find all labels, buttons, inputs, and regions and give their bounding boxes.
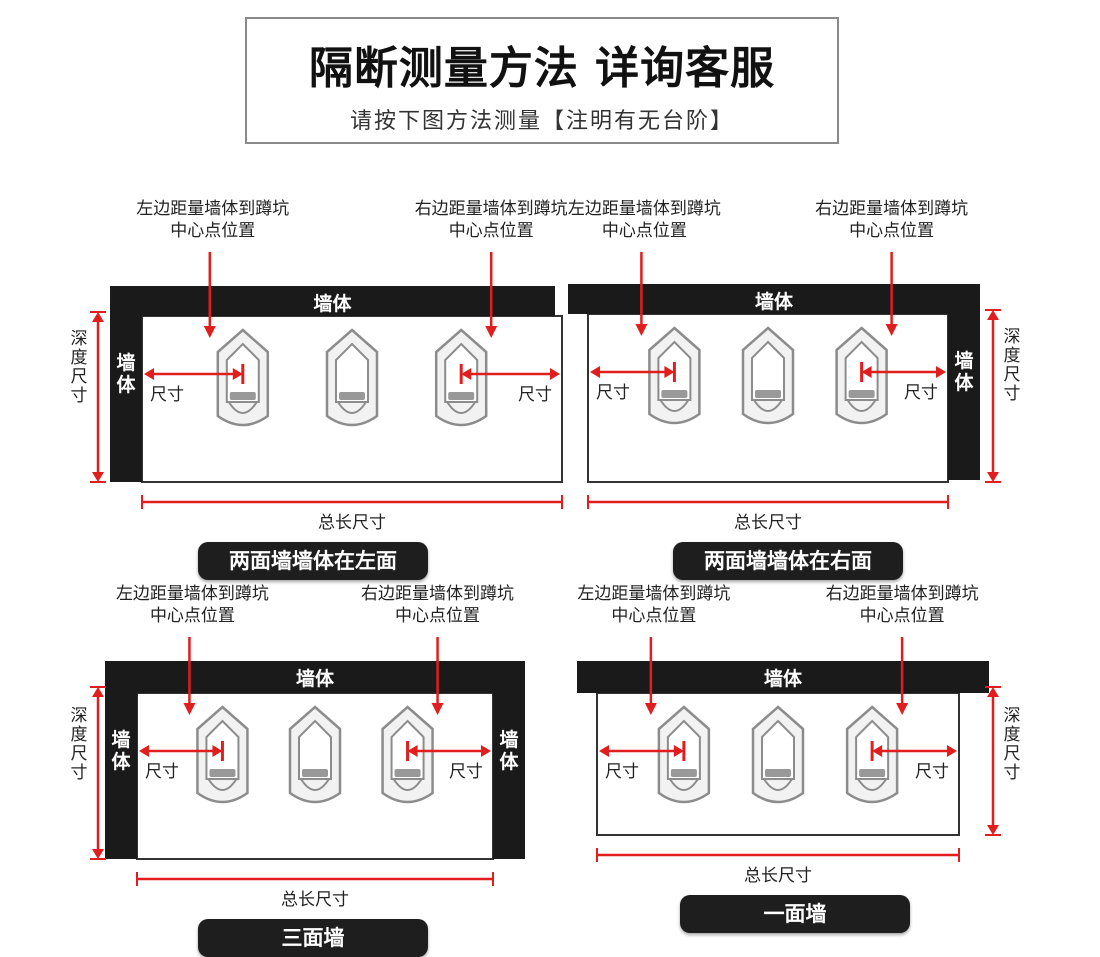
- depth-arrow: [985, 686, 1001, 836]
- total-arrow: [596, 848, 960, 862]
- depth-arrow: [90, 311, 106, 483]
- size-label-right: 尺寸: [904, 383, 938, 403]
- wall-right: [493, 661, 525, 859]
- note-right: 右边距量墙体到蹲坑中心点位置: [802, 198, 982, 242]
- note-left-line1: 左边距量墙体到蹲坑: [577, 584, 731, 604]
- size-arrow-left: [139, 745, 223, 757]
- note-right-line2: 中心点位置: [859, 606, 945, 626]
- size-label-right: 尺寸: [449, 762, 483, 782]
- size-arrow-left: [599, 745, 684, 757]
- note-right-line1: 右边距量墙体到蹲坑: [825, 584, 979, 604]
- pointer-arrow-right: [885, 252, 898, 336]
- diagram-panel-1: 左边距量墙体到蹲坑中心点位置右边距量墙体到蹲坑中心点位置墙体墙体深度尺寸尺寸尺寸…: [71, 190, 620, 580]
- wall-right-label: 墙体: [954, 350, 974, 394]
- note-left: 左边距量墙体到蹲坑中心点位置: [564, 583, 744, 627]
- caption-pill: 两面墙墙体在右面: [673, 542, 903, 580]
- pointer-arrow-right: [896, 637, 909, 715]
- diagram-panel-4: 左边距量墙体到蹲坑中心点位置右边距量墙体到蹲坑中心点位置墙体深度尺寸尺寸尺寸总长…: [555, 575, 1095, 955]
- diagram-canvas: [90, 637, 525, 886]
- pointer-arrow-left: [644, 637, 657, 715]
- size-label-left: 尺寸: [605, 762, 639, 782]
- note-left-line1: 左边距量墙体到蹲坑: [567, 199, 721, 219]
- pointer-arrow-left: [203, 252, 216, 338]
- wall-left-label: 墙体: [111, 729, 131, 773]
- caption-pill: 两面墙墙体在左面: [198, 542, 428, 580]
- pointer-arrow-right: [431, 637, 444, 715]
- wall-top: [577, 661, 989, 693]
- caption-pill: 三面墙: [198, 919, 428, 957]
- note-right-line1: 右边距量墙体到蹲坑: [815, 199, 969, 219]
- wall-top-label: 墙体: [763, 668, 802, 690]
- size-label-right: 尺寸: [518, 385, 552, 405]
- size-label-left: 尺寸: [596, 383, 630, 403]
- depth-label: 深度尺寸: [70, 329, 88, 406]
- note-left-line1: 左边距量墙体到蹲坑: [136, 199, 290, 219]
- note-left-line2: 中心点位置: [149, 606, 235, 626]
- wall-top-label: 墙体: [754, 291, 793, 313]
- note-right: 右边距量墙体到蹲坑中心点位置: [812, 583, 992, 627]
- urinal-icon-2: [288, 705, 342, 804]
- diagram-canvas: [90, 252, 563, 509]
- wall-top: [105, 661, 525, 693]
- diagram-canvas: [577, 637, 1001, 862]
- depth-arrow: [985, 309, 1001, 483]
- total-label: 总长尺寸: [318, 513, 386, 533]
- size-arrow-right: [872, 745, 957, 757]
- wall-top: [110, 286, 555, 316]
- size-label-right: 尺寸: [915, 762, 949, 782]
- depth-label: 深度尺寸: [1003, 706, 1021, 783]
- size-arrow-right: [407, 745, 491, 757]
- total-arrow: [587, 495, 949, 509]
- pointer-arrow-right: [485, 252, 498, 338]
- note-right-line2: 中心点位置: [448, 221, 534, 241]
- header-box: 隔断测量方法 详询客服 请按下图方法测量【注明有无台阶】: [245, 17, 839, 144]
- size-arrow-left: [590, 366, 675, 378]
- note-left-line1: 左边距量墙体到蹲坑: [115, 584, 269, 604]
- note-left-line2: 中心点位置: [601, 221, 687, 241]
- urinal-icon-2: [741, 326, 795, 425]
- page-title: 隔断测量方法 详询客服: [308, 43, 776, 94]
- note-left: 左边距量墙体到蹲坑中心点位置: [102, 583, 282, 627]
- note-right: 右边距量墙体到蹲坑中心点位置: [401, 198, 581, 242]
- total-label: 总长尺寸: [734, 513, 802, 533]
- size-label-left: 尺寸: [145, 762, 179, 782]
- note-left-line2: 中心点位置: [170, 221, 256, 241]
- wall-top-label: 墙体: [295, 668, 334, 690]
- note-right-line2: 中心点位置: [849, 221, 935, 241]
- page-subtitle: 请按下图方法测量【注明有无台阶】: [349, 109, 734, 134]
- pointer-arrow-left: [635, 252, 648, 336]
- note-right: 右边距量墙体到蹲坑中心点位置: [348, 583, 528, 627]
- depth-label: 深度尺寸: [1003, 327, 1021, 404]
- wall-right-label: 墙体: [499, 729, 519, 773]
- note-right-line1: 右边距量墙体到蹲坑: [361, 584, 515, 604]
- note-left: 左边距量墙体到蹲坑中心点位置: [123, 198, 303, 242]
- size-arrow-right: [861, 366, 946, 378]
- diagram-panel-3: 左边距量墙体到蹲坑中心点位置右边距量墙体到蹲坑中心点位置墙体墙体墙体深度尺寸尺寸…: [71, 575, 620, 957]
- note-right-line2: 中心点位置: [395, 606, 481, 626]
- depth-arrow: [90, 686, 106, 860]
- size-arrow-right: [461, 368, 560, 380]
- size-arrow-left: [144, 368, 243, 380]
- wall-top-label: 墙体: [313, 293, 352, 315]
- wall-top: [568, 284, 980, 314]
- note-right-line1: 右边距量墙体到蹲坑: [414, 199, 568, 219]
- diagram-canvas: [568, 252, 1001, 509]
- wall-left: [110, 286, 142, 482]
- caption-pill: 一面墙: [680, 895, 910, 933]
- total-label: 总长尺寸: [744, 866, 812, 886]
- total-arrow: [141, 495, 563, 509]
- urinal-icon-2: [325, 328, 379, 427]
- total-label: 总长尺寸: [281, 890, 349, 910]
- size-label-left: 尺寸: [150, 385, 184, 405]
- note-left-line2: 中心点位置: [611, 606, 697, 626]
- total-arrow: [136, 872, 494, 886]
- wall-left-label: 墙体: [116, 352, 136, 396]
- pointer-arrow-left: [183, 637, 196, 715]
- wall-left: [105, 661, 137, 859]
- urinal-icon-2: [751, 705, 805, 804]
- diagram-panel-2: 左边距量墙体到蹲坑中心点位置右边距量墙体到蹲坑中心点位置墙体墙体深度尺寸尺寸尺寸…: [554, 190, 1095, 580]
- note-left: 左边距量墙体到蹲坑中心点位置: [554, 198, 734, 242]
- depth-label: 深度尺寸: [70, 706, 88, 783]
- wall-right: [948, 284, 980, 480]
